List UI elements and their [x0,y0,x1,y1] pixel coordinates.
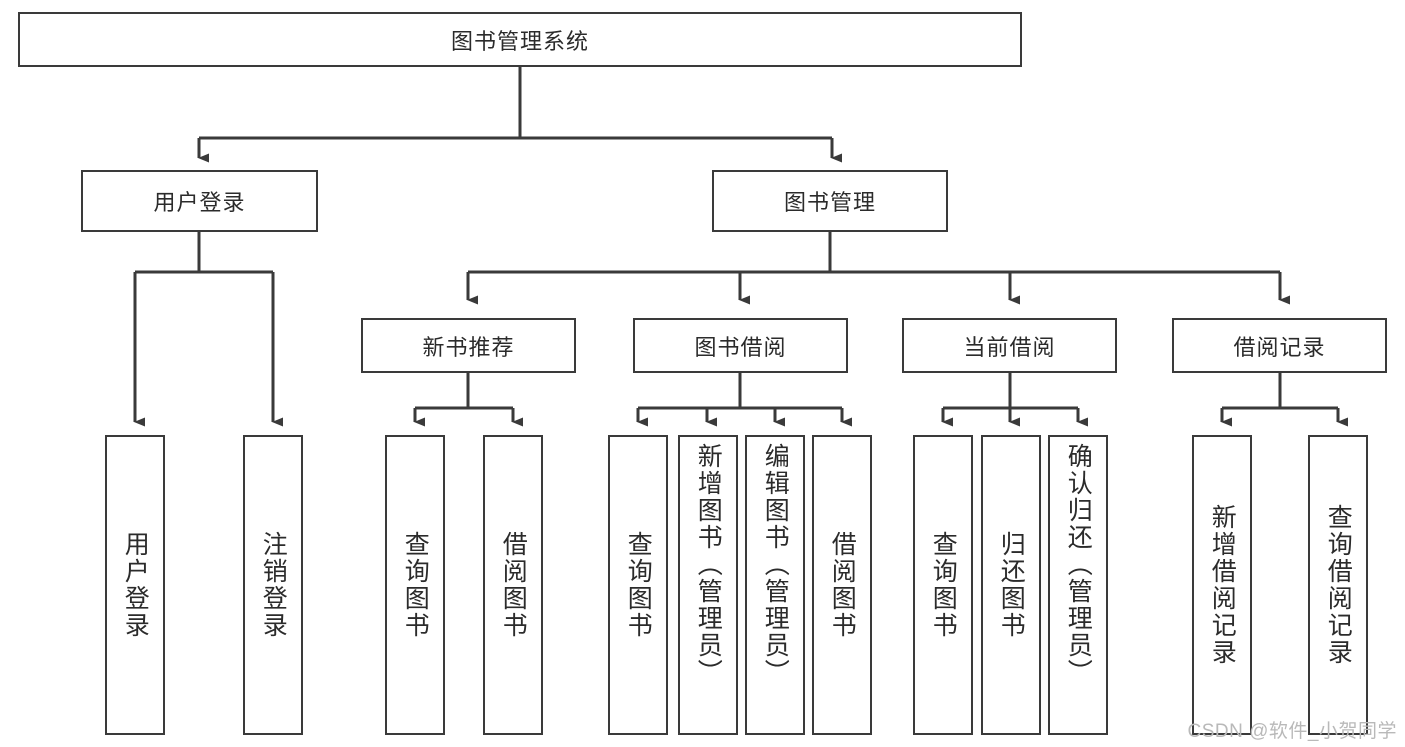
vtext-wrap: 借阅图书 [828,443,857,727]
node-book-mgmt[interactable]: 图书管理 [712,170,948,232]
node-root[interactable]: 图书管理系统 [18,12,1022,67]
vtext-wrap: 确认归还（管理员） [1064,443,1093,727]
vtext-wrap: 注销登录 [259,443,288,727]
node-leaf-query-record-label: 查询借阅记录 [1324,504,1353,666]
node-leaf-borrow-book-1[interactable]: 借阅图书 [483,435,543,735]
node-book-borrow[interactable]: 图书借阅 [633,318,848,373]
vtext-wrap: 查询图书 [929,443,958,727]
node-leaf-edit-book[interactable]: 编辑图书（管理员） [745,435,805,735]
vtext-wrap: 查询图书 [401,443,430,727]
node-leaf-query-book-3[interactable]: 查询图书 [913,435,973,735]
node-leaf-add-record[interactable]: 新增借阅记录 [1192,435,1252,735]
vtext-wrap: 查询借阅记录 [1324,443,1353,727]
node-leaf-query-book-2-label: 查询图书 [624,531,653,639]
vtext-wrap: 查询图书 [624,443,653,727]
vtext-wrap: 新增借阅记录 [1208,443,1237,727]
vtext-wrap: 编辑图书（管理员） [761,443,790,727]
node-leaf-query-book-1-label: 查询图书 [401,531,430,639]
node-leaf-query-book-1[interactable]: 查询图书 [385,435,445,735]
vtext-wrap: 借阅图书 [499,443,528,727]
node-leaf-user-login-label: 用户登录 [121,531,150,639]
node-leaf-confirm-return-label: 确认归还（管理员） [1064,443,1093,686]
node-new-book-rec[interactable]: 新书推荐 [361,318,576,373]
node-leaf-logout-label: 注销登录 [259,531,288,639]
node-leaf-add-book-label: 新增图书（管理员） [694,443,723,686]
node-leaf-confirm-return[interactable]: 确认归还（管理员） [1048,435,1108,735]
node-leaf-add-record-label: 新增借阅记录 [1208,504,1237,666]
node-user-login-label: 用户登录 [153,190,246,215]
node-current-borrow-label: 当前借阅 [963,334,1056,360]
node-leaf-borrow-book-1-label: 借阅图书 [499,531,528,639]
node-leaf-add-book[interactable]: 新增图书（管理员） [678,435,738,735]
vtext-wrap: 用户登录 [121,443,150,727]
watermark: CSDN @软件_小贺同学 [1187,721,1397,742]
node-leaf-query-record[interactable]: 查询借阅记录 [1308,435,1368,735]
node-leaf-logout[interactable]: 注销登录 [243,435,303,735]
node-leaf-return-book-label: 归还图书 [997,531,1026,639]
vtext-wrap: 新增图书（管理员） [694,443,723,727]
node-new-book-rec-label: 新书推荐 [422,334,515,360]
node-leaf-user-login[interactable]: 用户登录 [105,435,165,735]
node-borrow-record[interactable]: 借阅记录 [1172,318,1387,373]
node-book-mgmt-label: 图书管理 [783,190,876,215]
node-current-borrow[interactable]: 当前借阅 [902,318,1117,373]
node-root-label: 图书管理系统 [450,28,589,54]
node-leaf-query-book-3-label: 查询图书 [929,531,958,639]
node-book-borrow-label: 图书借阅 [694,334,787,360]
node-user-login[interactable]: 用户登录 [81,170,318,232]
node-leaf-query-book-2[interactable]: 查询图书 [608,435,668,735]
node-leaf-borrow-book-2[interactable]: 借阅图书 [812,435,872,735]
vtext-wrap: 归还图书 [997,443,1026,727]
node-borrow-record-label: 借阅记录 [1233,334,1326,360]
node-leaf-borrow-book-2-label: 借阅图书 [828,531,857,639]
node-leaf-edit-book-label: 编辑图书（管理员） [761,443,790,686]
node-leaf-return-book[interactable]: 归还图书 [981,435,1041,735]
